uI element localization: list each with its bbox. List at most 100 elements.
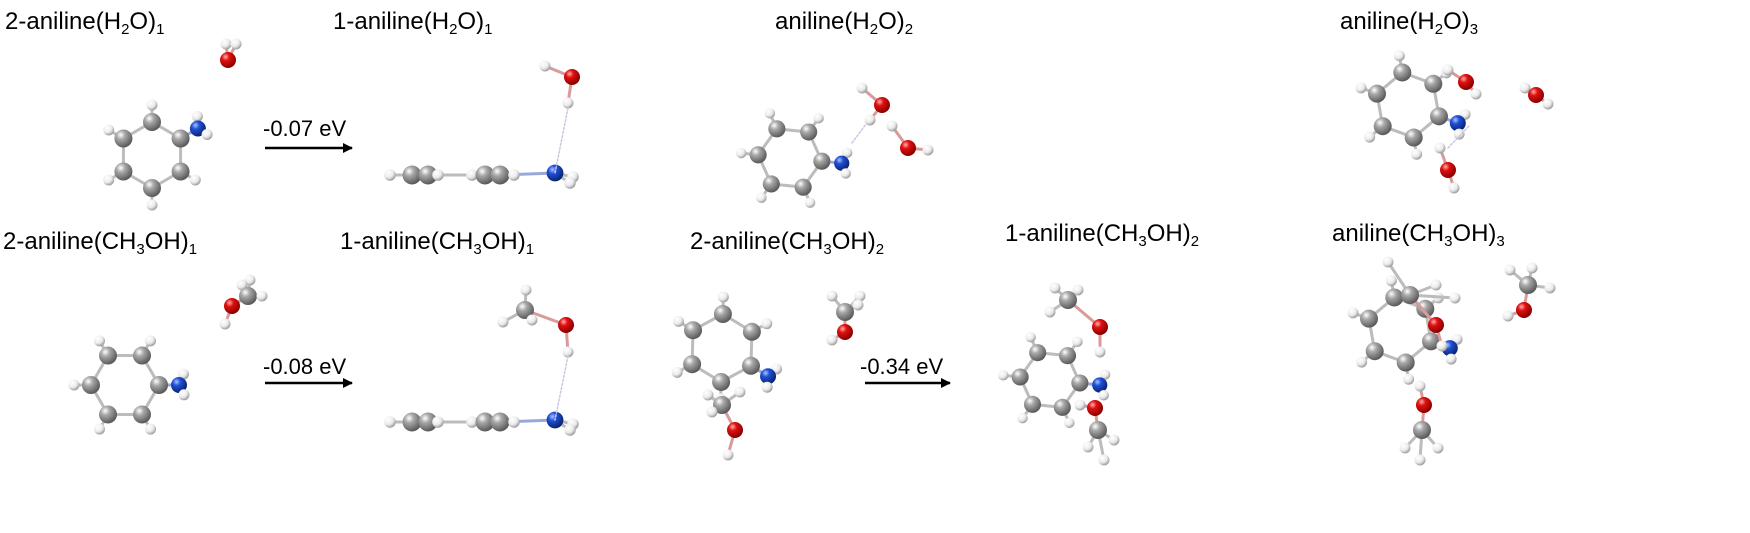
carbon-atom xyxy=(1373,117,1392,136)
label-2-aniline-ch3oh-1: 2-aniline(CH3OH)1 xyxy=(3,228,198,258)
hydrogen-bond xyxy=(554,355,569,421)
carbon-atom xyxy=(1071,374,1089,392)
hydrogen-atom xyxy=(671,366,683,378)
hydrogen-atom xyxy=(432,416,444,428)
hydrogen-atom xyxy=(1453,128,1465,140)
hydrogen-atom xyxy=(717,291,729,303)
hydrogen-atom xyxy=(840,168,851,179)
carbon-atom xyxy=(1429,107,1448,126)
hydrogen-atom xyxy=(384,169,396,181)
nitrogen-atom xyxy=(834,155,850,171)
hydrogen-atom xyxy=(1436,340,1448,352)
hydrogen-atom xyxy=(702,389,714,401)
hydrogen-atom xyxy=(826,334,838,346)
hydrogen-atom xyxy=(1393,50,1405,62)
hydrogen-atom xyxy=(508,169,520,181)
oxygen-atom xyxy=(900,140,916,156)
carbon-atom xyxy=(114,162,133,181)
carbon-atom xyxy=(684,321,703,340)
hydrogen-atom xyxy=(1449,292,1461,304)
hydrogen-atom xyxy=(103,124,115,136)
hydrogen-atom xyxy=(864,114,876,126)
hydrogen-atom xyxy=(1072,336,1083,348)
hydrogen-atom xyxy=(1470,88,1482,100)
carbon-atom xyxy=(794,178,812,196)
hydrogen-atom xyxy=(466,169,478,181)
carbon-atom xyxy=(402,165,422,185)
carbon-atom xyxy=(418,412,438,432)
hydrogen-atom xyxy=(564,424,576,436)
hydrogen-atom xyxy=(1502,310,1514,322)
hydrogen-atom xyxy=(761,381,773,393)
hydrogen-atom xyxy=(219,318,231,330)
hydrogen-atom xyxy=(562,346,574,358)
carbon-atom xyxy=(713,305,732,324)
carbon-atom xyxy=(150,376,168,394)
oxygen-atom xyxy=(1428,317,1444,333)
hydrogen-atom xyxy=(1072,284,1084,296)
hydrogen-atom xyxy=(841,147,853,159)
oxygen-atom xyxy=(1528,87,1544,103)
carbon-atom xyxy=(1029,344,1047,362)
carbon-atom xyxy=(749,146,767,164)
hydrogen-atom xyxy=(1434,142,1446,154)
oxygen-atom xyxy=(564,69,580,85)
nitrogen-atom xyxy=(189,120,206,137)
oxygen-atom xyxy=(220,52,236,68)
hydrogen-atom xyxy=(804,197,816,208)
hydrogen-atom xyxy=(1082,441,1094,453)
oxygen-atom xyxy=(727,422,743,438)
carbon-atom xyxy=(1424,74,1443,93)
oxygen-atom xyxy=(1516,302,1532,318)
hydrogen-atom xyxy=(230,38,242,50)
hydrogen-atom xyxy=(145,335,156,347)
hydrogen-atom xyxy=(146,99,158,111)
hydrogen-atom xyxy=(1403,373,1415,385)
hydrogen-atom xyxy=(1364,131,1376,143)
hydrogen-atom xyxy=(244,274,256,286)
carbon-atom xyxy=(1089,421,1107,439)
carbon-atom xyxy=(1011,368,1029,386)
oxygen-atom xyxy=(1092,319,1108,335)
hydrogen-atom xyxy=(1094,346,1106,358)
hydrogen-atom xyxy=(1430,279,1442,291)
hydrogen-atom xyxy=(1504,264,1516,276)
hydrogen-atom xyxy=(1432,442,1444,454)
carbon-atom xyxy=(683,355,702,374)
carbon-atom xyxy=(1421,332,1440,351)
hydrogen-atom xyxy=(201,128,213,140)
carbon-atom xyxy=(490,412,510,432)
hydrogen-atom xyxy=(826,290,838,302)
label-2-aniline-h2o-1: 2-aniline(H2O)1 xyxy=(5,8,165,38)
carbon-atom xyxy=(1404,128,1423,147)
carbon-atom xyxy=(1413,421,1431,439)
hydrogen-atom xyxy=(722,449,734,461)
carbon-atom xyxy=(239,287,257,305)
label-aniline-ch3oh-3: aniline(CH3OH)3 xyxy=(1332,220,1505,250)
hydrogen-atom xyxy=(1542,98,1554,110)
hydrogen-atom xyxy=(1519,82,1531,94)
hydrogen-bond xyxy=(1447,124,1471,149)
hydrogen-atom xyxy=(497,316,509,328)
hydrogen-atom xyxy=(1049,282,1061,294)
hydrogen-atom xyxy=(145,423,156,435)
hydrogen-atom xyxy=(1025,331,1036,343)
hydrogen-atom xyxy=(998,370,1009,381)
oxygen-atom xyxy=(874,97,890,113)
hydrogen-atom xyxy=(94,423,105,435)
hydrogen-atom xyxy=(756,192,767,204)
energy-label-ch3oh-1: -0.08 eV xyxy=(263,354,347,379)
hydrogen-atom xyxy=(1108,434,1120,446)
carbon-atom xyxy=(1059,291,1077,309)
oxygen-atom xyxy=(558,317,574,333)
carbon-atom xyxy=(741,356,760,375)
oxygen-atom xyxy=(1458,74,1474,90)
carbon-atom xyxy=(1360,309,1379,328)
hydrogen-atom xyxy=(1442,64,1454,76)
hydrogen-atom xyxy=(189,174,201,186)
hydrogen-atom xyxy=(813,112,824,124)
hydrogen-atom xyxy=(520,284,532,296)
hydrogen-atom xyxy=(94,335,105,347)
hydrogen-atom xyxy=(1044,306,1056,318)
carbon-atom xyxy=(1023,395,1042,413)
